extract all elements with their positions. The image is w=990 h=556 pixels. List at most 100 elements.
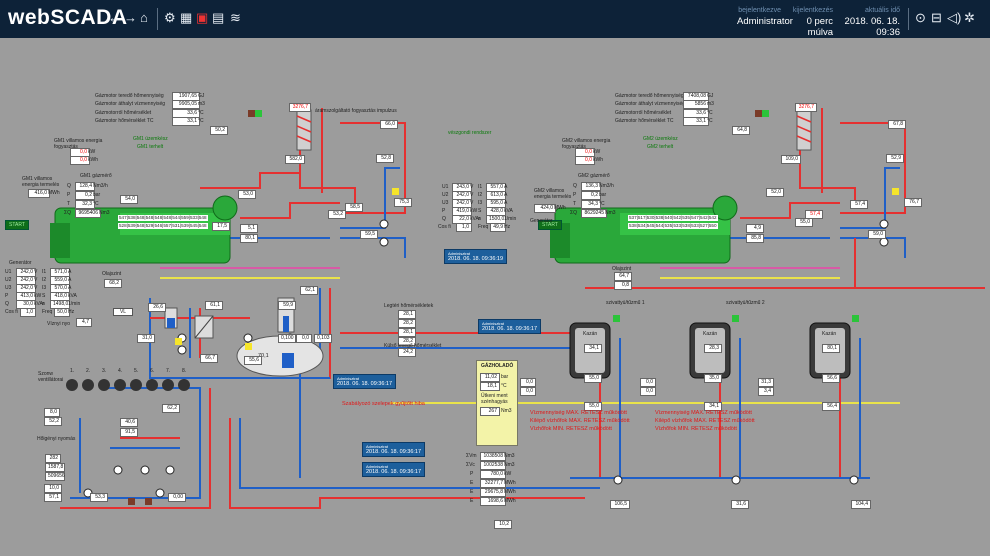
lock-icon[interactable]: ⊙: [915, 10, 926, 25]
gen2-key: I2: [478, 192, 483, 198]
pipe-red: [840, 122, 906, 214]
status-indicator[interactable]: [248, 110, 255, 117]
pipe-red: [340, 122, 406, 214]
fan-label: 6.: [150, 368, 155, 374]
alarm-time: 2018. 06. 18. 09:36:17: [482, 326, 538, 332]
gen2-value: 1,0: [456, 223, 472, 232]
room-temp: 28,2: [398, 319, 416, 328]
alarm-box[interactable]: Adminisztrat 2018. 06. 18. 09:36:17: [333, 374, 397, 389]
gm2-start-button[interactable]: START: [538, 220, 562, 230]
gm2-energy-kwh-unit: kWh: [593, 157, 603, 163]
toolbar-separator: [908, 8, 909, 30]
trend-icon[interactable]: ▤: [212, 10, 225, 25]
kv-value: 0,0: [640, 387, 656, 396]
hyd-pressure-10: 10,0: [44, 484, 62, 493]
time-info: aktuális idő 2018. 06. 18. 09:36: [836, 7, 900, 38]
status-indicator[interactable]: [732, 315, 739, 322]
gas-meter-value: 1002538: [480, 461, 506, 470]
boiler-alarm: Kilépő vízhőfok MAX. RETESZ működött: [655, 418, 755, 424]
boiler2-label: Kazán: [703, 331, 718, 337]
gen1-key: I3: [42, 285, 47, 291]
status-indicator[interactable]: [762, 110, 769, 117]
status-indicator[interactable]: [613, 315, 620, 322]
gas-meter-value: 29675,8: [480, 488, 506, 497]
status-indicator[interactable]: [392, 188, 399, 195]
status-indicator[interactable]: [175, 338, 182, 345]
gm1-start-button[interactable]: START: [5, 220, 29, 230]
gm1-gas-label: Gázmotor hőmérséklet TC: [95, 118, 154, 124]
gm2-gas-unit: °C: [707, 110, 713, 116]
logout-label: kijelentkezés: [792, 7, 833, 14]
gen2-unit: kW: [470, 208, 478, 214]
status-indicator[interactable]: [128, 498, 135, 505]
status-indicator[interactable]: [245, 343, 252, 350]
fan-label: 2.: [86, 368, 91, 374]
boiler-alarm: Vízmennyiség MAX. RETESZ működött: [530, 410, 627, 416]
cooler-fans: [66, 379, 190, 391]
back-arrow-icon[interactable]: ←: [108, 10, 121, 25]
gm2-temp-76: 76,7: [904, 198, 922, 207]
alarm-box[interactable]: Adminisztrat 2018. 06. 18. 09:36:17: [362, 442, 426, 457]
hyd-temp-62-2: 62,2: [162, 404, 180, 413]
sound-icon[interactable]: ◁): [947, 10, 962, 25]
chart-icon[interactable]: ▦: [180, 10, 193, 25]
hyd-pressure-2: 0,0: [296, 334, 312, 343]
outside-temp-label: Külső levegő hőmérséklet: [384, 343, 442, 349]
pipe-blue: [340, 237, 406, 258]
gm1-temp-d: 80,1: [240, 234, 258, 243]
gm2-gas-unit: °C: [707, 118, 713, 124]
gas-meter-key: P: [470, 471, 474, 477]
alarm-icon[interactable]: ▣: [196, 10, 209, 25]
gm1-gas-unit: °C: [198, 118, 204, 124]
status-indicator[interactable]: [755, 110, 762, 117]
top-bar: webSCADA ← → ⌂ ⚙ ▦ ▣ ▤ ≋ bejelentkezve A…: [0, 0, 990, 38]
gen1-value: 1,0: [20, 308, 36, 317]
gm1-meter-title: GM1 gázmérő: [80, 173, 112, 179]
gen1-unit: A: [68, 285, 72, 291]
gen2-unit: V: [470, 192, 474, 198]
home-icon[interactable]: ⌂: [140, 10, 148, 25]
alarm-box[interactable]: Adminisztrat 2018. 06. 18. 09:36:17: [478, 319, 542, 334]
status-indicator[interactable]: [145, 498, 152, 505]
boiler2-in-temp: 35,0: [704, 374, 722, 383]
exhaust-exchanger: [796, 109, 812, 151]
boiler3-top-temp: 80,1: [822, 344, 840, 353]
gear-icon[interactable]: ✲: [964, 10, 975, 25]
vl-box: VL: [113, 308, 133, 316]
boiler1-supply: 106,5: [610, 500, 630, 509]
boiler-alarm: Kilépő vízhőfok MAX. RETESZ működött: [530, 418, 630, 424]
alarm-box[interactable]: Adminisztrat 2018. 06. 18. 09:36:17: [362, 462, 426, 477]
gen2-key: Cos fi: [438, 224, 451, 230]
gm2-meter-value: 0,2: [581, 191, 601, 200]
gen2-unit: kVAr: [470, 216, 481, 222]
status-indicator[interactable]: [255, 110, 262, 117]
gm2-meter-unit: °C: [599, 201, 605, 207]
gm2-temp-e: 57,4: [805, 210, 823, 219]
gas-meter-key: E: [470, 489, 474, 495]
hyd-temp-66: 66,7: [200, 354, 218, 363]
gen1-unit: A: [68, 277, 72, 283]
gas-meter-unit: kW: [504, 471, 512, 477]
boiler2-supply: 31,6: [731, 500, 749, 509]
gen1-key: I2: [42, 277, 47, 283]
gm1-temp-52: 52,8: [376, 154, 394, 163]
gm2-freq: 64,8: [732, 126, 750, 135]
status-indicator[interactable]: [892, 188, 899, 195]
settings-icon[interactable]: ⚙: [164, 10, 176, 25]
gm1-temp-b: 17,5: [212, 222, 230, 231]
gen2-key: P: [442, 208, 446, 214]
gm2-temp-52: 52,9: [886, 154, 904, 163]
status-indicator[interactable]: [852, 315, 859, 322]
alarm-box[interactable]: Adminisztrat 2018. 06. 18. 09:36:19: [444, 249, 508, 264]
logout-icon[interactable]: ⊟: [931, 10, 942, 25]
gen1-unit: 1/min: [68, 301, 81, 307]
gm1-impulse-notice: áramszolgáltató fogyasztás impulzus: [315, 108, 397, 114]
gm2-oil-label: Olajszint: [612, 266, 632, 272]
gen2-unit: 1/min: [504, 216, 517, 222]
gas-meter-key: E: [470, 480, 474, 486]
alarm-time: 2018. 06. 18. 09:36:17: [366, 469, 422, 475]
wifi-icon[interactable]: ≋: [230, 10, 241, 25]
forward-arrow-icon[interactable]: →: [124, 10, 137, 25]
alarm-user: Adminisztrat: [482, 321, 505, 326]
boiler3-in-temp: 56,6: [822, 374, 840, 383]
